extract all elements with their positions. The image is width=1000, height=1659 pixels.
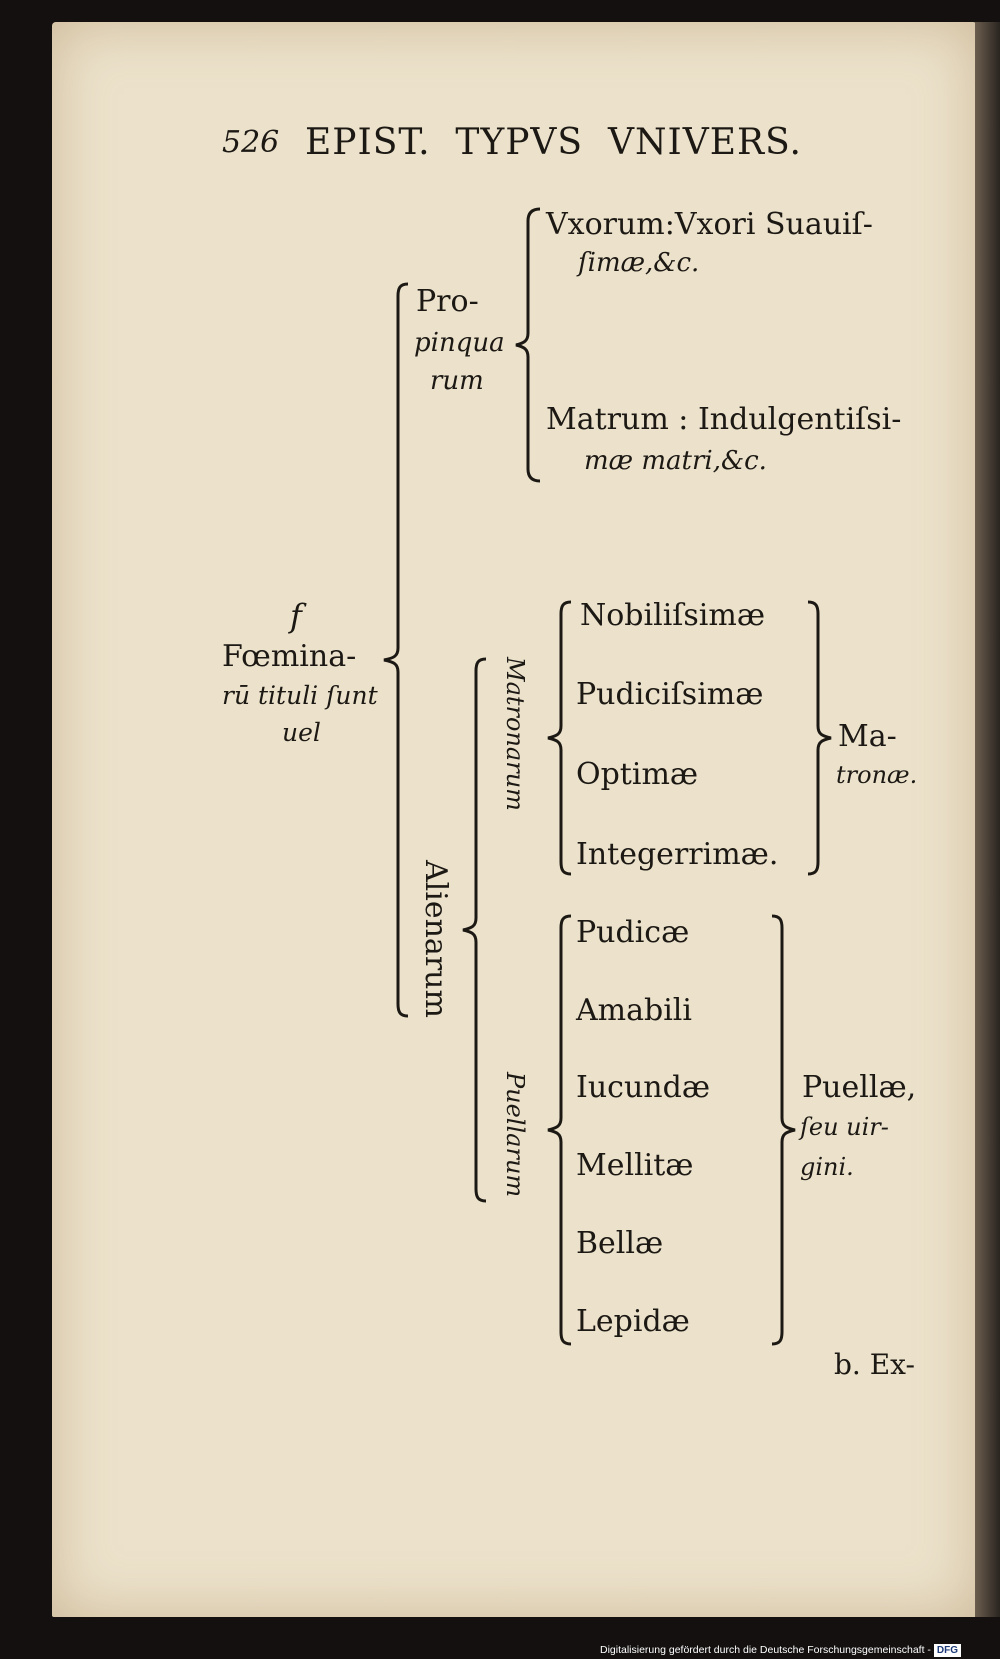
propinquarum-line-2: pinqua: [414, 328, 505, 358]
puellarum-item: Lepidæ: [576, 1304, 690, 1339]
page-number: 526: [222, 125, 280, 160]
credit-text: Digitalisierung gefördert durch die Deut…: [600, 1644, 931, 1656]
matronarum-item: Nobiliſsimæ: [580, 598, 766, 633]
matronae-target-1: Ma-: [838, 719, 897, 754]
puellarum-item: Pudicæ: [576, 915, 690, 950]
matronarum-item: Optimæ: [576, 757, 699, 792]
matrum-line-2: mæ matri,&c.: [584, 446, 767, 476]
bracket-root: [383, 282, 409, 1018]
matronarum-item: Integerrimæ.: [576, 837, 779, 872]
root-line-2: rū tituli ſunt: [222, 681, 378, 710]
bracket-puellarum-right: [771, 914, 796, 1346]
puellarum-item: Amabili: [576, 993, 692, 1028]
root-line-3: uel: [282, 718, 321, 747]
puellarum-item: Bellæ: [576, 1226, 664, 1261]
uxorum-line-2: ſimæ,&c.: [578, 248, 700, 278]
root-line-1: Fœmina-: [222, 639, 357, 674]
propinquarum-line-1: Pro-: [416, 284, 479, 319]
puellae-target-1: Puellæ,: [802, 1070, 917, 1105]
root-letter: f: [290, 597, 302, 635]
matronae-target-2: tronæ.: [836, 761, 918, 789]
bracket-puellarum: [547, 914, 572, 1346]
puellarum-item: Iucundæ: [576, 1070, 711, 1105]
puellarum-label: Puellarum: [501, 1072, 529, 1198]
puellarum-item: Mellitæ: [576, 1148, 694, 1183]
bracket-matronarum-right: [807, 600, 832, 876]
catchword: b. Ex-: [834, 1348, 915, 1381]
dfg-logo: DFG: [933, 1644, 962, 1657]
page-edge: [975, 22, 1000, 1617]
matronarum-item: Pudiciſsimæ: [576, 677, 764, 712]
bracket-alienarum: [462, 657, 487, 1203]
puellae-target-2: ſeu uir-: [800, 1113, 889, 1141]
matrum-line-1: Matrum : Indulgentiſsi-: [546, 402, 902, 437]
alienarum-label: Alienarum: [418, 860, 453, 1018]
bracket-matronarum: [547, 600, 572, 876]
puellae-target-3: gini.: [800, 1153, 854, 1181]
propinquarum-line-3: rum: [430, 366, 484, 396]
uxorum-line-1: Vxorum:Vxori Suauiſ-: [546, 207, 873, 242]
digitization-credit: Digitalisierung gefördert durch die Deut…: [600, 1642, 962, 1659]
book-page: [52, 22, 977, 1617]
running-title: EPIST. TYPVS VNIVERS.: [305, 122, 802, 163]
bracket-uxorum-matrum: [515, 207, 541, 483]
matronarum-label: Matronarum: [501, 657, 529, 811]
